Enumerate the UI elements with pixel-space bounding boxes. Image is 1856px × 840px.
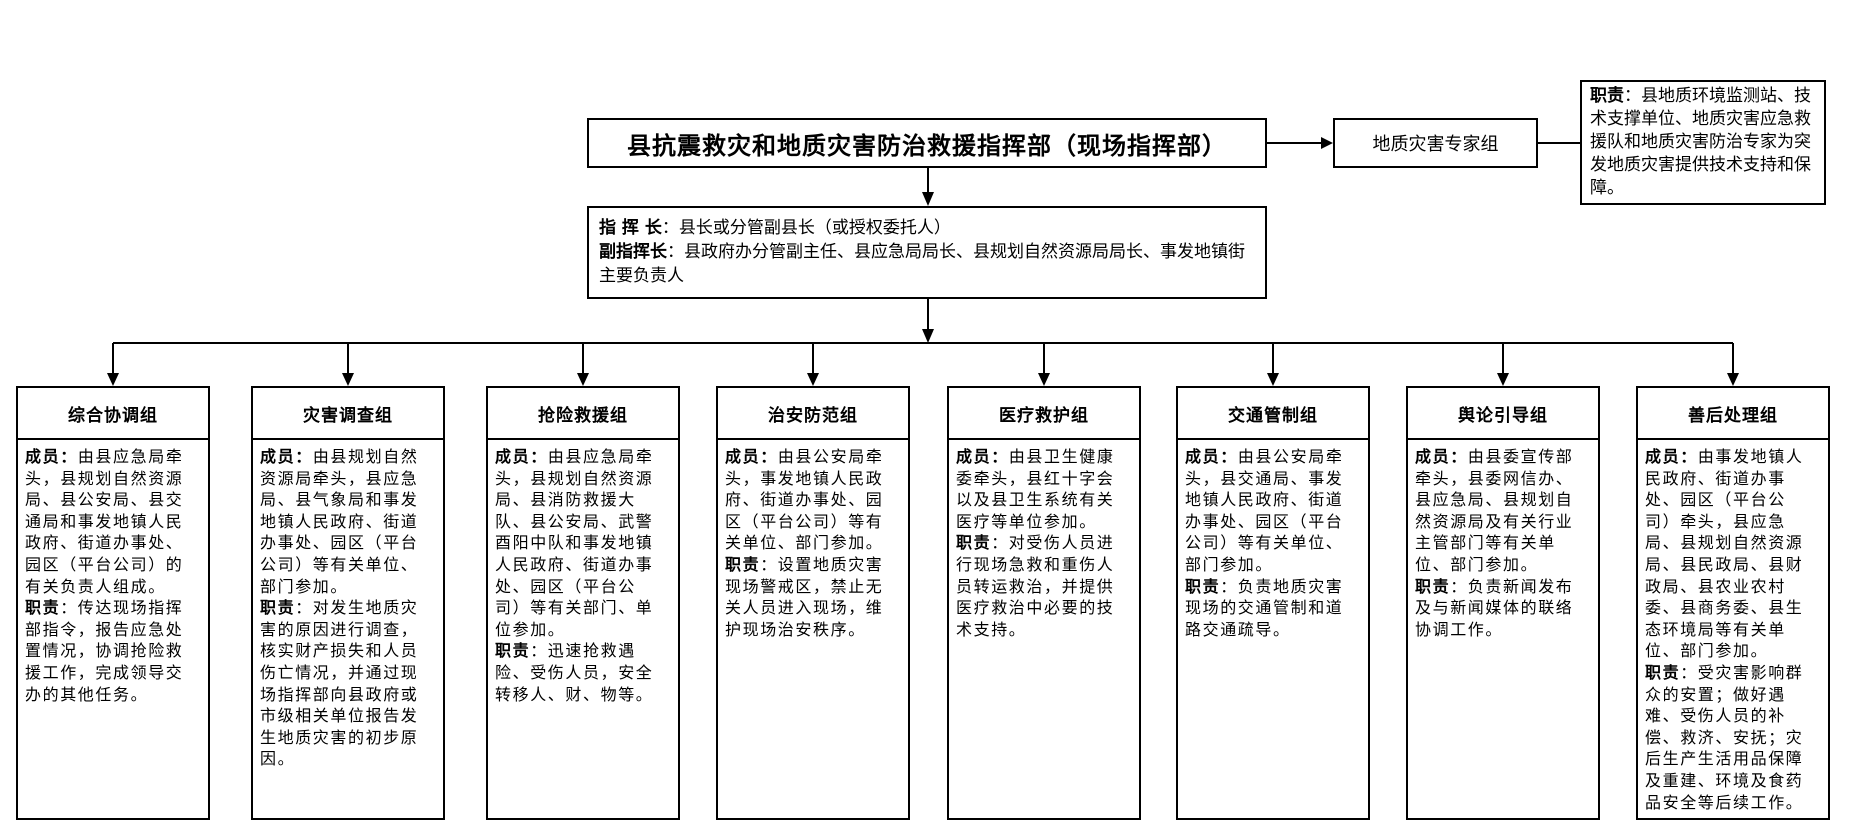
group-box: 灾害调查组 成员：由县规划自然资源局牵头，县应急局、县气象局和事发地镇人民政府、… bbox=[251, 386, 445, 820]
duty-label: 职责 bbox=[25, 598, 61, 618]
duty-text: ：设置地质灾害现场警戒区，禁止无关人员进入现场，维护现场治安秩序。 bbox=[725, 554, 884, 639]
arrow-head-icon bbox=[922, 192, 934, 206]
group-name: 灾害调查组 bbox=[303, 405, 393, 426]
duty-label: 职责 bbox=[1645, 662, 1681, 682]
duty-label: 职责 bbox=[725, 554, 761, 574]
members-label: 成员： bbox=[956, 447, 1009, 466]
arrow-head-icon bbox=[577, 373, 589, 386]
commander-text: ：县长或分管副县长（或授权委托人） bbox=[661, 218, 951, 238]
deputy-line: 副指挥长：县政府办分管副主任、县应急局局长、县规划自然资源局局长、事发地镇街主要… bbox=[599, 240, 1255, 288]
duty-text: ：县地质环境监测站、技术支撑单位、地质灾害应急救援队和地质灾害防治专家为突发地质… bbox=[1590, 86, 1811, 198]
members-text: 由县委宣传部牵头，县委网信办、县应急局、县规划自然资源局及有关行业主管部门等有关… bbox=[1415, 447, 1574, 574]
duty-text: ：传达现场指挥部指令，报告应急处置情况，协调抢险救援工作，完成领导交办的其他任务… bbox=[25, 598, 184, 704]
members-label: 成员： bbox=[1185, 447, 1238, 466]
duty-text: ：迅速抢救遇险、受伤人员，安全转移人、财、物等。 bbox=[495, 641, 654, 704]
expert-group-box: 地质灾害专家组 bbox=[1333, 118, 1538, 168]
group-header: 舆论引导组 bbox=[1408, 388, 1598, 440]
group-header: 医疗救护组 bbox=[949, 388, 1139, 440]
duty-label: 职责 bbox=[956, 533, 992, 553]
group-body: 成员：由县卫生健康委牵头，县红十字会以及县卫生系统有关医疗等单位参加。职责：对受… bbox=[949, 440, 1126, 640]
group-body: 成员：由县委宣传部牵头，县委网信办、县应急局、县规划自然资源局及有关行业主管部门… bbox=[1408, 440, 1585, 640]
expert-group-duty: 职责：县地质环境监测站、技术支撑单位、地质灾害应急救援队和地质灾害防治专家为突发… bbox=[1580, 80, 1826, 205]
members-text: 由县公安局牵头，事发地镇人民政府、街道办事处、园区（平台公司）等有关单位、部门参… bbox=[725, 447, 884, 553]
group-name: 抢险救援组 bbox=[538, 405, 628, 426]
group-body: 成员：由县公安局牵头，县交通局、事发地镇人民政府、街道办事处、园区（平台公司）等… bbox=[1178, 440, 1355, 640]
members-label: 成员： bbox=[25, 447, 78, 466]
duty-label: 职责 bbox=[495, 641, 531, 661]
duty-text: ：受灾害影响群众的安置；做好遇难、受伤人员的补偿、救济、安抚；灾后生产生活用品保… bbox=[1645, 662, 1804, 812]
group-name: 交通管制组 bbox=[1228, 405, 1318, 426]
arrow-head-icon bbox=[1038, 373, 1050, 386]
group-name: 舆论引导组 bbox=[1458, 405, 1548, 426]
members-label: 成员： bbox=[725, 447, 778, 466]
group-name: 医疗救护组 bbox=[999, 405, 1089, 426]
group-box: 综合协调组 成员：由县应急局牵头，县规划自然资源局、县公安局、县交通局和事发地镇… bbox=[16, 386, 210, 820]
commander-line: 指 挥 长：县长或分管副县长（或授权委托人） bbox=[599, 216, 1255, 240]
group-box: 医疗救护组 成员：由县卫生健康委牵头，县红十字会以及县卫生系统有关医疗等单位参加… bbox=[947, 386, 1141, 820]
duty-text: ：对受伤人员进行现场急救和重伤人员转运救治，并提供医疗救治中必要的技术支持。 bbox=[956, 533, 1115, 639]
group-header: 综合协调组 bbox=[18, 388, 208, 440]
members-label: 成员： bbox=[495, 447, 548, 466]
group-box: 抢险救援组 成员：由县应急局牵头，县规划自然资源局、县消防救援大队、县公安局、武… bbox=[486, 386, 680, 820]
members-label: 成员： bbox=[260, 447, 313, 466]
group-box: 舆论引导组 成员：由县委宣传部牵头，县委网信办、县应急局、县规划自然资源局及有关… bbox=[1406, 386, 1600, 820]
group-body: 成员：由县应急局牵头，县规划自然资源局、县公安局、县交通局和事发地镇人民政府、街… bbox=[18, 440, 195, 705]
group-body: 成员：由事发地镇人民政府、街道办事处、园区（平台公司）牵头，县应急局、县规划自然… bbox=[1638, 440, 1815, 813]
deputy-label: 副指挥长 bbox=[599, 242, 667, 262]
arrow-head-icon bbox=[1727, 373, 1739, 386]
headquarters-title: 县抗震救灾和地质灾害防治救援指挥部（现场指挥部） bbox=[587, 118, 1267, 168]
group-box: 善后处理组 成员：由事发地镇人民政府、街道办事处、园区（平台公司）牵头，县应急局… bbox=[1636, 386, 1830, 820]
group-box: 治安防范组 成员：由县公安局牵头，事发地镇人民政府、街道办事处、园区（平台公司）… bbox=[716, 386, 910, 820]
members-label: 成员： bbox=[1645, 447, 1698, 466]
arrow-head-icon bbox=[342, 373, 354, 386]
members-text: 由县规划自然资源局牵头，县应急局、县气象局和事发地镇人民政府、街道办事处、园区（… bbox=[260, 447, 419, 596]
duty-label: 职责 bbox=[1590, 86, 1624, 106]
group-header: 治安防范组 bbox=[718, 388, 908, 440]
duty-label: 职责 bbox=[1185, 576, 1221, 596]
duty-text: ：对发生地质灾害的原因进行调查，核实财产损失和人员伤亡情况，并通过现场指挥部向县… bbox=[260, 598, 419, 769]
group-header: 交通管制组 bbox=[1178, 388, 1368, 440]
members-text: 由县卫生健康委牵头，县红十字会以及县卫生系统有关医疗等单位参加。 bbox=[956, 447, 1115, 531]
group-header: 抢险救援组 bbox=[488, 388, 678, 440]
group-name: 治安防范组 bbox=[768, 405, 858, 426]
members-text: 由县公安局牵头，县交通局、事发地镇人民政府、街道办事处、园区（平台公司）等有关单… bbox=[1185, 447, 1344, 574]
members-text: 由事发地镇人民政府、街道办事处、园区（平台公司）牵头，县应急局、县规划自然资源局… bbox=[1645, 447, 1804, 661]
deputy-text: ：县政府办分管副主任、县应急局局长、县规划自然资源局局长、事发地镇街主要负责人 bbox=[599, 242, 1245, 286]
arrow-head-icon bbox=[807, 373, 819, 386]
group-header: 灾害调查组 bbox=[253, 388, 443, 440]
group-name: 善后处理组 bbox=[1688, 405, 1778, 426]
duty-label: 职责 bbox=[260, 598, 296, 618]
duty-text: ：负责新闻发布及与新闻媒体的联络协调工作。 bbox=[1415, 576, 1574, 639]
arrow-head-icon bbox=[1321, 137, 1333, 149]
expert-group-name: 地质灾害专家组 bbox=[1372, 134, 1499, 155]
group-body: 成员：由县公安局牵头，事发地镇人民政府、街道办事处、园区（平台公司）等有关单位、… bbox=[718, 440, 895, 640]
group-body: 成员：由县应急局牵头，县规划自然资源局、县消防救援大队、县公安局、武警酉阳中队和… bbox=[488, 440, 665, 705]
arrow-head-icon bbox=[1497, 373, 1509, 386]
headquarters-title-text: 县抗震救灾和地质灾害防治救援指挥部（现场指挥部） bbox=[627, 131, 1227, 160]
duty-text: ：负责地质灾害现场的交通管制和道路交通疏导。 bbox=[1185, 576, 1344, 639]
members-text: 由县应急局牵头，县规划自然资源局、县公安局、县交通局和事发地镇人民政府、街道办事… bbox=[25, 447, 184, 596]
commander-label: 指 挥 长 bbox=[599, 218, 662, 238]
members-label: 成员： bbox=[1415, 447, 1468, 466]
arrow-head-icon bbox=[1267, 373, 1279, 386]
group-box: 交通管制组 成员：由县公安局牵头，县交通局、事发地镇人民政府、街道办事处、园区（… bbox=[1176, 386, 1370, 820]
group-header: 善后处理组 bbox=[1638, 388, 1828, 440]
members-text: 由县应急局牵头，县规划自然资源局、县消防救援大队、县公安局、武警酉阳中队和事发地… bbox=[495, 447, 654, 639]
group-name: 综合协调组 bbox=[68, 405, 158, 426]
group-body: 成员：由县规划自然资源局牵头，县应急局、县气象局和事发地镇人民政府、街道办事处、… bbox=[253, 440, 430, 770]
arrow-head-icon bbox=[922, 329, 934, 343]
command-box: 指 挥 长：县长或分管副县长（或授权委托人） 副指挥长：县政府办分管副主任、县应… bbox=[587, 206, 1267, 299]
arrow-head-icon bbox=[107, 373, 119, 386]
duty-label: 职责 bbox=[1415, 576, 1451, 596]
